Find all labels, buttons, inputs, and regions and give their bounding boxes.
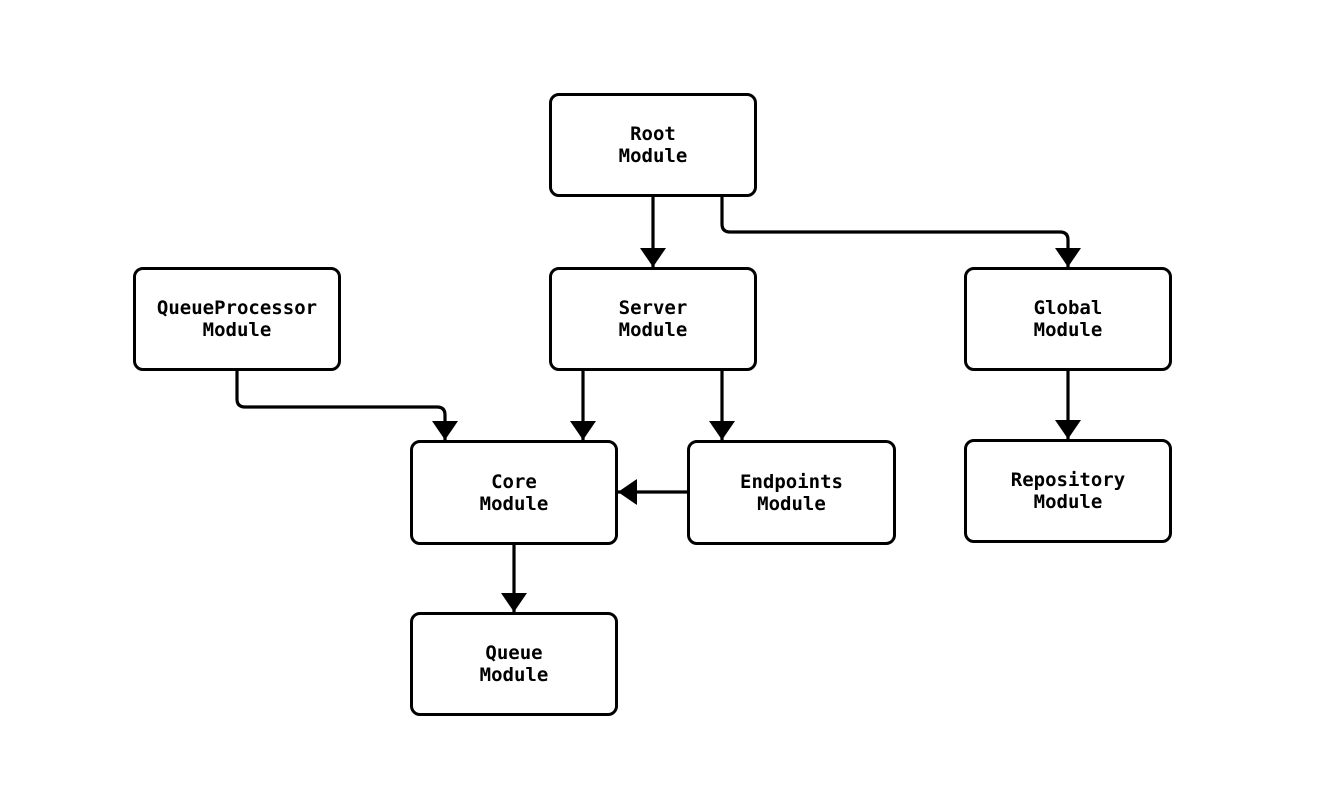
node-label: Queue Module <box>479 642 549 686</box>
node-server-module: Server Module <box>549 267 757 371</box>
node-queue-module: Queue Module <box>410 612 618 716</box>
node-core-module: Core Module <box>410 440 618 545</box>
node-label: Endpoints Module <box>740 470 843 515</box>
node-label: Core Module <box>479 470 549 515</box>
node-root-module: Root Module <box>549 93 757 197</box>
edge-queueprocessor-to-core <box>235 371 458 440</box>
node-repository-module: Repository Module <box>964 439 1172 543</box>
edge-root-to-global <box>720 197 1081 267</box>
node-label: QueueProcessor Module <box>156 297 318 341</box>
node-label: Repository Module <box>1010 469 1126 513</box>
node-endpoints-module: Endpoints Module <box>687 440 896 545</box>
node-label: Global Module <box>1033 297 1103 341</box>
node-label: Root Module <box>618 123 688 167</box>
node-queueprocessor-module: QueueProcessor Module <box>133 267 341 371</box>
node-label: Server Module <box>618 297 688 341</box>
node-global-module: Global Module <box>964 267 1172 371</box>
